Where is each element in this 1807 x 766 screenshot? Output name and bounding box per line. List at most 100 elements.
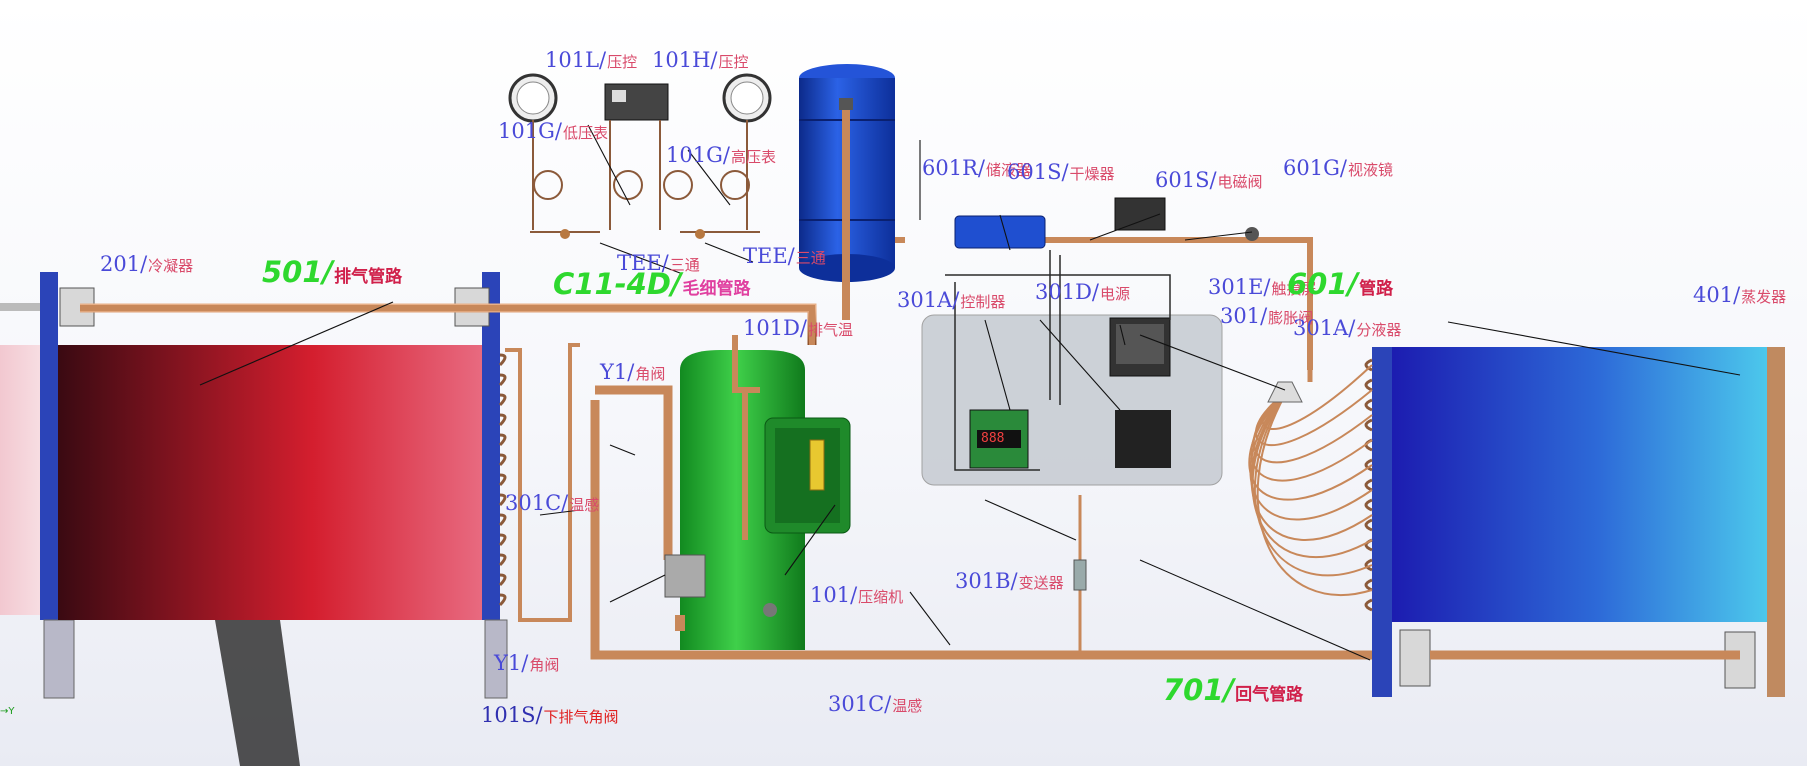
label-sensor-bottom: 301C/温感 xyxy=(828,694,922,715)
label-text: 排气温 xyxy=(808,321,854,339)
label-evaporator: 401/蒸发器 xyxy=(1693,285,1786,306)
label-high-pc: 101H/压控 xyxy=(652,50,749,71)
label-text: 毛细管路 xyxy=(682,279,751,299)
label-dryer: 601S/干燥器 xyxy=(1007,162,1115,183)
label-low-pc: 101L/压控 xyxy=(545,50,637,71)
label-text: 干燥器 xyxy=(1069,165,1115,183)
label-contactor: 301E/触摸屏 xyxy=(1208,277,1317,298)
label-text: 排气管路 xyxy=(334,267,403,287)
label-text: 温感 xyxy=(569,496,600,514)
label-discharge-temp: 101D/排气温 xyxy=(743,318,853,339)
label-text: 三通 xyxy=(795,249,826,267)
label-compressor: 101/压缩机 xyxy=(810,585,903,606)
axis-label: Y xyxy=(8,706,15,717)
condenser-outlet-pipe xyxy=(505,343,580,622)
label-code: 601S/ xyxy=(1007,160,1069,184)
label-text: 电磁阀 xyxy=(1217,173,1263,191)
distributor-tubes xyxy=(1248,364,1373,596)
label-code: 301E/ xyxy=(1208,275,1271,299)
label-tee-1: TEE/三通 xyxy=(617,253,700,274)
label-valve-101s: 101S/下排气角阀 xyxy=(481,705,619,726)
axis-indicator: →Y xyxy=(0,706,15,717)
label-tee-2: TEE/三通 xyxy=(743,246,826,267)
label-text: 三通 xyxy=(669,256,700,274)
label-text: 角阀 xyxy=(635,365,666,383)
label-text: 压控 xyxy=(718,53,749,71)
label-code: 101S/ xyxy=(481,703,543,727)
label-code: 201/ xyxy=(100,252,148,276)
label-code: TEE/ xyxy=(617,251,669,275)
leader-lines xyxy=(199,124,1741,661)
label-code: 101/ xyxy=(810,583,858,607)
label-text: 压控 xyxy=(607,53,638,71)
label-text: 触摸屏 xyxy=(1271,280,1317,298)
label-code: 101L/ xyxy=(545,48,607,72)
control-panel xyxy=(921,250,1223,486)
label-expansion: 301/膨胀阀 xyxy=(1220,306,1313,327)
label-code: 101H/ xyxy=(652,48,718,72)
receiver-tank xyxy=(799,64,895,320)
label-text: 角阀 xyxy=(529,656,560,674)
solenoid-body xyxy=(1114,197,1166,231)
label-text: 视液镜 xyxy=(1347,161,1393,179)
label-text: 压缩机 xyxy=(858,588,904,606)
condenser-ghost xyxy=(0,345,40,615)
label-text: 高压表 xyxy=(730,148,776,166)
floor-shadow xyxy=(215,620,300,766)
label-code: 401/ xyxy=(1693,283,1741,307)
label-low-gauge: 101G/低压表 xyxy=(498,121,608,142)
pipe-ghost xyxy=(0,303,45,311)
label-code: 601R/ xyxy=(922,156,985,180)
label-code: 301C/ xyxy=(505,491,569,515)
label-y1-bottom: Y1/角阀 xyxy=(494,653,559,674)
label-text: 分液器 xyxy=(1356,321,1402,339)
label-sight-glass: 601G/视液镜 xyxy=(1283,158,1393,179)
sight-glass xyxy=(1245,227,1259,241)
label-code: 101D/ xyxy=(743,316,807,340)
label-condenser: 201/冷凝器 xyxy=(100,254,193,275)
label-code: 601G/ xyxy=(1283,156,1347,180)
label-code: 301A/ xyxy=(1293,316,1356,340)
label-distributor: 301A/分液器 xyxy=(1293,318,1401,339)
condenser xyxy=(40,272,508,699)
label-code: 601/ xyxy=(1287,267,1359,301)
transmitter-body xyxy=(1073,559,1087,591)
gauges xyxy=(508,73,772,239)
label-code: 701/ xyxy=(1163,673,1235,707)
suction-loop xyxy=(595,385,673,560)
label-controller: 301A/控制器 xyxy=(897,290,1005,311)
label-code: 301D/ xyxy=(1035,280,1099,304)
label-text: 下排气角阀 xyxy=(543,708,619,726)
label-code: 101G/ xyxy=(666,143,730,167)
label-code: Y1/ xyxy=(600,360,635,384)
label-code: 301A/ xyxy=(897,288,960,312)
label-text: 膨胀阀 xyxy=(1268,309,1314,327)
label-code: 301/ xyxy=(1220,304,1268,328)
discharge-pipe-core xyxy=(80,305,815,345)
label-text: 蒸发器 xyxy=(1741,288,1787,306)
label-solenoid: 601S/电磁阀 xyxy=(1155,170,1263,191)
label-code: 101G/ xyxy=(498,119,562,143)
label-sensor-left: 301C/温感 xyxy=(505,493,599,514)
label-code: 501/ xyxy=(262,255,334,289)
label-code: 301B/ xyxy=(955,569,1018,593)
label-code: Y1/ xyxy=(494,651,529,675)
label-text: 变送器 xyxy=(1018,574,1064,592)
label-high-gauge: 101G/高压表 xyxy=(666,145,776,166)
label-text: 冷凝器 xyxy=(148,257,194,275)
label-text: 温感 xyxy=(892,697,923,715)
label-liquid-line: 601/管路 xyxy=(1287,270,1393,299)
label-text: 电源 xyxy=(1100,285,1131,303)
label-cap-tube: C11-4D/毛细管路 xyxy=(553,270,751,299)
label-suction-line: 701/回气管路 xyxy=(1163,676,1303,705)
label-text: 管路 xyxy=(1359,279,1394,299)
label-receiver: 601R/储液器 xyxy=(922,158,1031,179)
label-power: 301D/电源 xyxy=(1035,282,1130,303)
label-discharge-line: 501/排气管路 xyxy=(262,258,402,287)
discharge-pipe xyxy=(80,303,817,345)
label-y1-top: Y1/角阀 xyxy=(600,362,665,383)
label-transmitter: 301B/变送器 xyxy=(955,571,1064,592)
label-code: C11-4D/ xyxy=(553,267,682,301)
dryer-body xyxy=(954,215,1046,249)
